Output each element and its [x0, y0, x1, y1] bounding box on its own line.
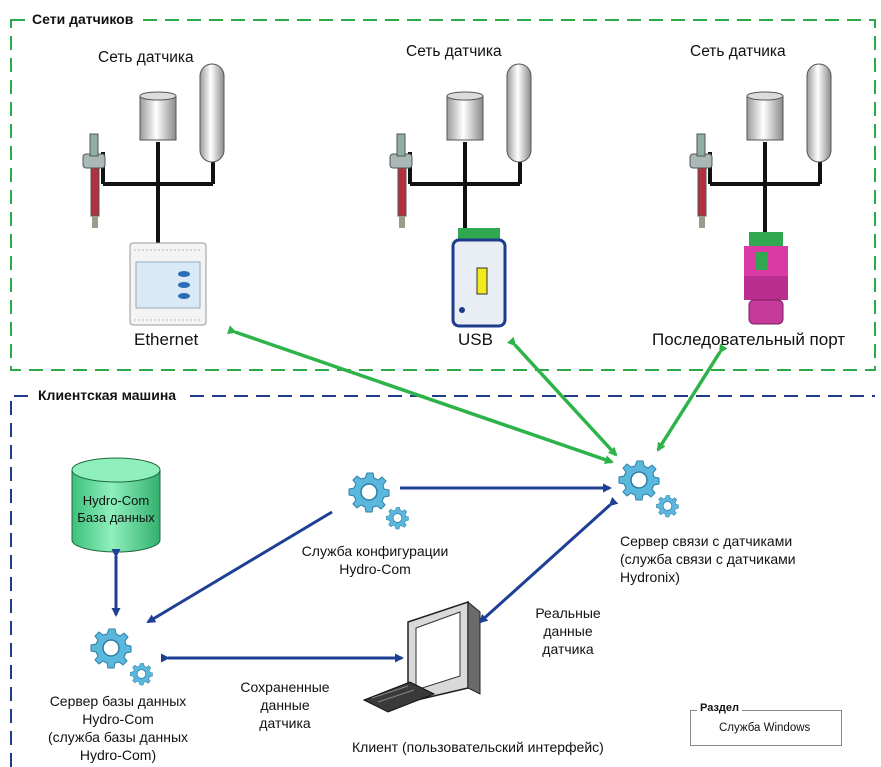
sensor-networks-border: [10, 19, 876, 371]
network-title-1: Сеть датчика: [98, 49, 194, 66]
realtime-data-label: Реальные данные датчика: [528, 604, 608, 658]
realtime-line1: Реальные: [535, 605, 601, 621]
sensor-group-1: [81, 62, 226, 230]
client-computer-icon: [362, 600, 481, 713]
db-server-line4: Hydro-Com): [79, 747, 157, 763]
db-server-line3: (служба базы данных: [47, 729, 189, 745]
realtime-line2: данные: [543, 623, 593, 639]
database-label-line1: Hydro-Com: [82, 493, 150, 508]
network-cables: [156, 184, 767, 245]
config-service-line1: Служба конфигурации: [301, 543, 449, 559]
comm-server-line3: Hydronix): [620, 569, 680, 585]
section-title-sensor-networks: Сети датчиков: [26, 11, 140, 27]
usb-module-icon: [451, 228, 507, 328]
config-service-label: Служба конфигурации Hydro-Com: [300, 542, 450, 578]
comm-server-line2: (служба связи с датчиками: [620, 551, 796, 567]
saved-line1: Сохраненные: [240, 679, 330, 695]
ethernet-module-icon: [129, 242, 207, 326]
arrow-serial-comm: [656, 343, 728, 452]
comm-server-gear-icon: [618, 460, 679, 518]
database-icon: [71, 457, 161, 553]
database-label-line2: База данных: [77, 510, 155, 525]
comm-server-line1: Сервер связи с датчиками: [620, 533, 793, 549]
db-server-label: Сервер базы данных Hydro-Com (служба баз…: [38, 692, 198, 764]
comm-server-label: Сервер связи с датчиками (служба связи с…: [620, 532, 796, 586]
arrow-usb-comm: [506, 336, 618, 457]
db-server-gear-icon: [90, 628, 153, 686]
arrow-comm-client: [478, 496, 619, 624]
network-title-3: Сеть датчика: [690, 43, 786, 60]
arrow-config-dbserver: [146, 510, 333, 624]
legend-box: Раздел Служба Windows: [690, 702, 842, 746]
connector-label-usb: USB: [458, 330, 493, 349]
realtime-line3: датчика: [542, 641, 594, 657]
serial-module-icon: [744, 232, 788, 325]
section-title-client-machine: Клиентская машина: [32, 387, 183, 403]
connector-label-ethernet: Ethernet: [134, 330, 199, 349]
connector-label-serial: Последовательный порт: [652, 330, 846, 349]
saved-line2: данные: [260, 697, 310, 713]
db-server-line2: Hydro-Com: [82, 711, 154, 727]
database-label: Hydro-Com База данных: [72, 492, 160, 526]
legend-title: Раздел: [697, 702, 742, 714]
db-server-line1: Сервер базы данных: [49, 693, 187, 709]
sensor-group-3: [688, 62, 833, 230]
legend-label: Служба Windows: [719, 722, 811, 734]
config-service-line2: Hydro-Com: [339, 561, 411, 577]
sensor-group-2: [388, 62, 533, 230]
network-title-2: Сеть датчика: [406, 43, 502, 60]
config-service-gear-icon: [348, 472, 409, 530]
client-label: Клиент (пользовательский интерфейс): [352, 739, 604, 755]
saved-line3: датчика: [259, 715, 311, 731]
saved-data-label: Сохраненные данные датчика: [230, 678, 340, 732]
